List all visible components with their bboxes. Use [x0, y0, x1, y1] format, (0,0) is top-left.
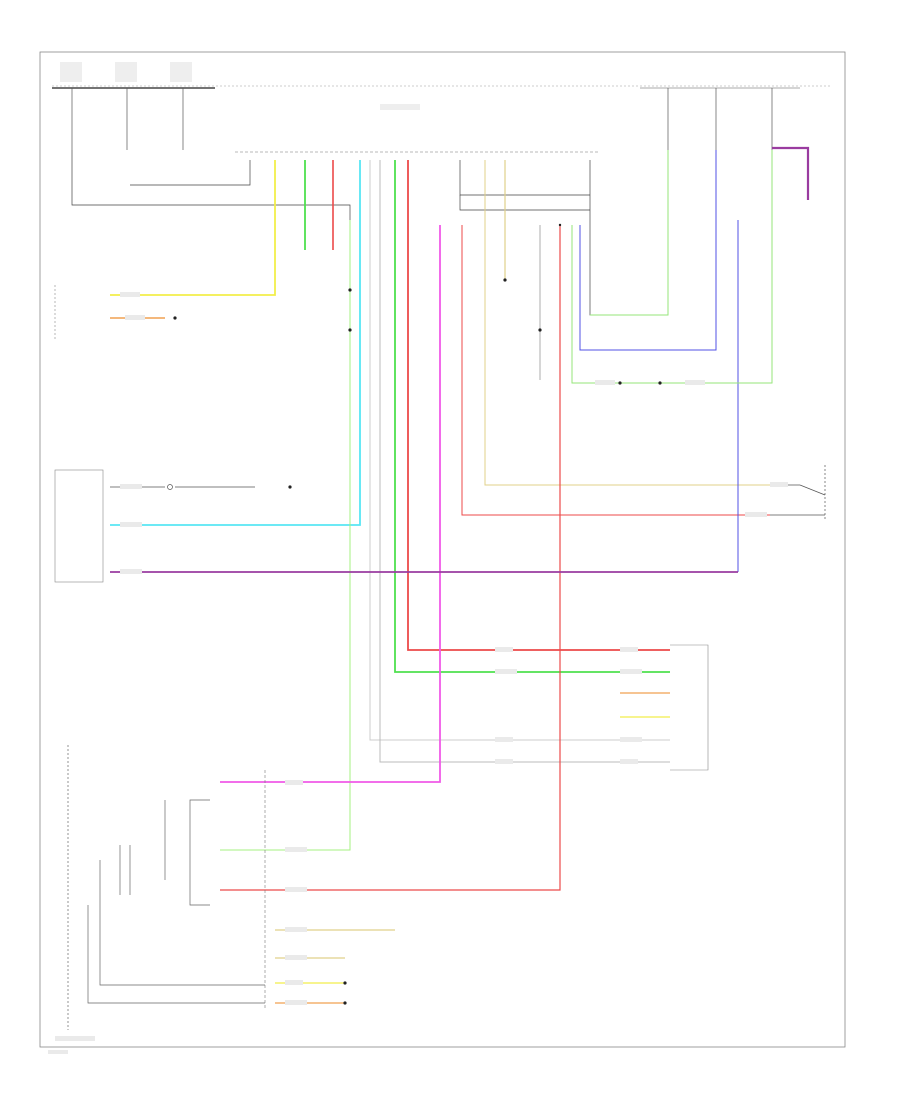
- combination-meter-assembly: [67, 745, 265, 1030]
- wire-purple-top: [772, 146, 810, 200]
- wire-red-switch: [461, 225, 770, 516]
- wire-tags: [48, 292, 788, 1054]
- connector-dots: [173, 223, 662, 1005]
- connector-label-top: [380, 104, 420, 110]
- component-box-left-2: [54, 469, 104, 583]
- wire-pink: [220, 225, 441, 783]
- wire-lightgreen-lower: [220, 220, 351, 851]
- wire-lightgreen-ground: [571, 150, 773, 384]
- fuse-group-right: [667, 88, 773, 150]
- transmission-range-box: [670, 644, 709, 771]
- diagram-border: [39, 51, 846, 1048]
- wire-lightgreen-right: [590, 150, 669, 316]
- wire-tan: [484, 160, 770, 486]
- wire-red-lower: [407, 160, 670, 651]
- wire-yellow: [110, 160, 276, 296]
- switch-right: [770, 465, 826, 520]
- wire-grey-2: [379, 160, 670, 763]
- fuse-labels-left: [60, 62, 192, 82]
- wire-green-lower: [394, 160, 670, 673]
- wire-grey-1: [369, 160, 670, 741]
- wire-blue: [579, 150, 717, 351]
- wire-red-bottom: [220, 225, 561, 891]
- bottom-wires: [275, 929, 395, 1004]
- fuse-group-left: [71, 88, 184, 150]
- wire-cyan: [110, 160, 361, 526]
